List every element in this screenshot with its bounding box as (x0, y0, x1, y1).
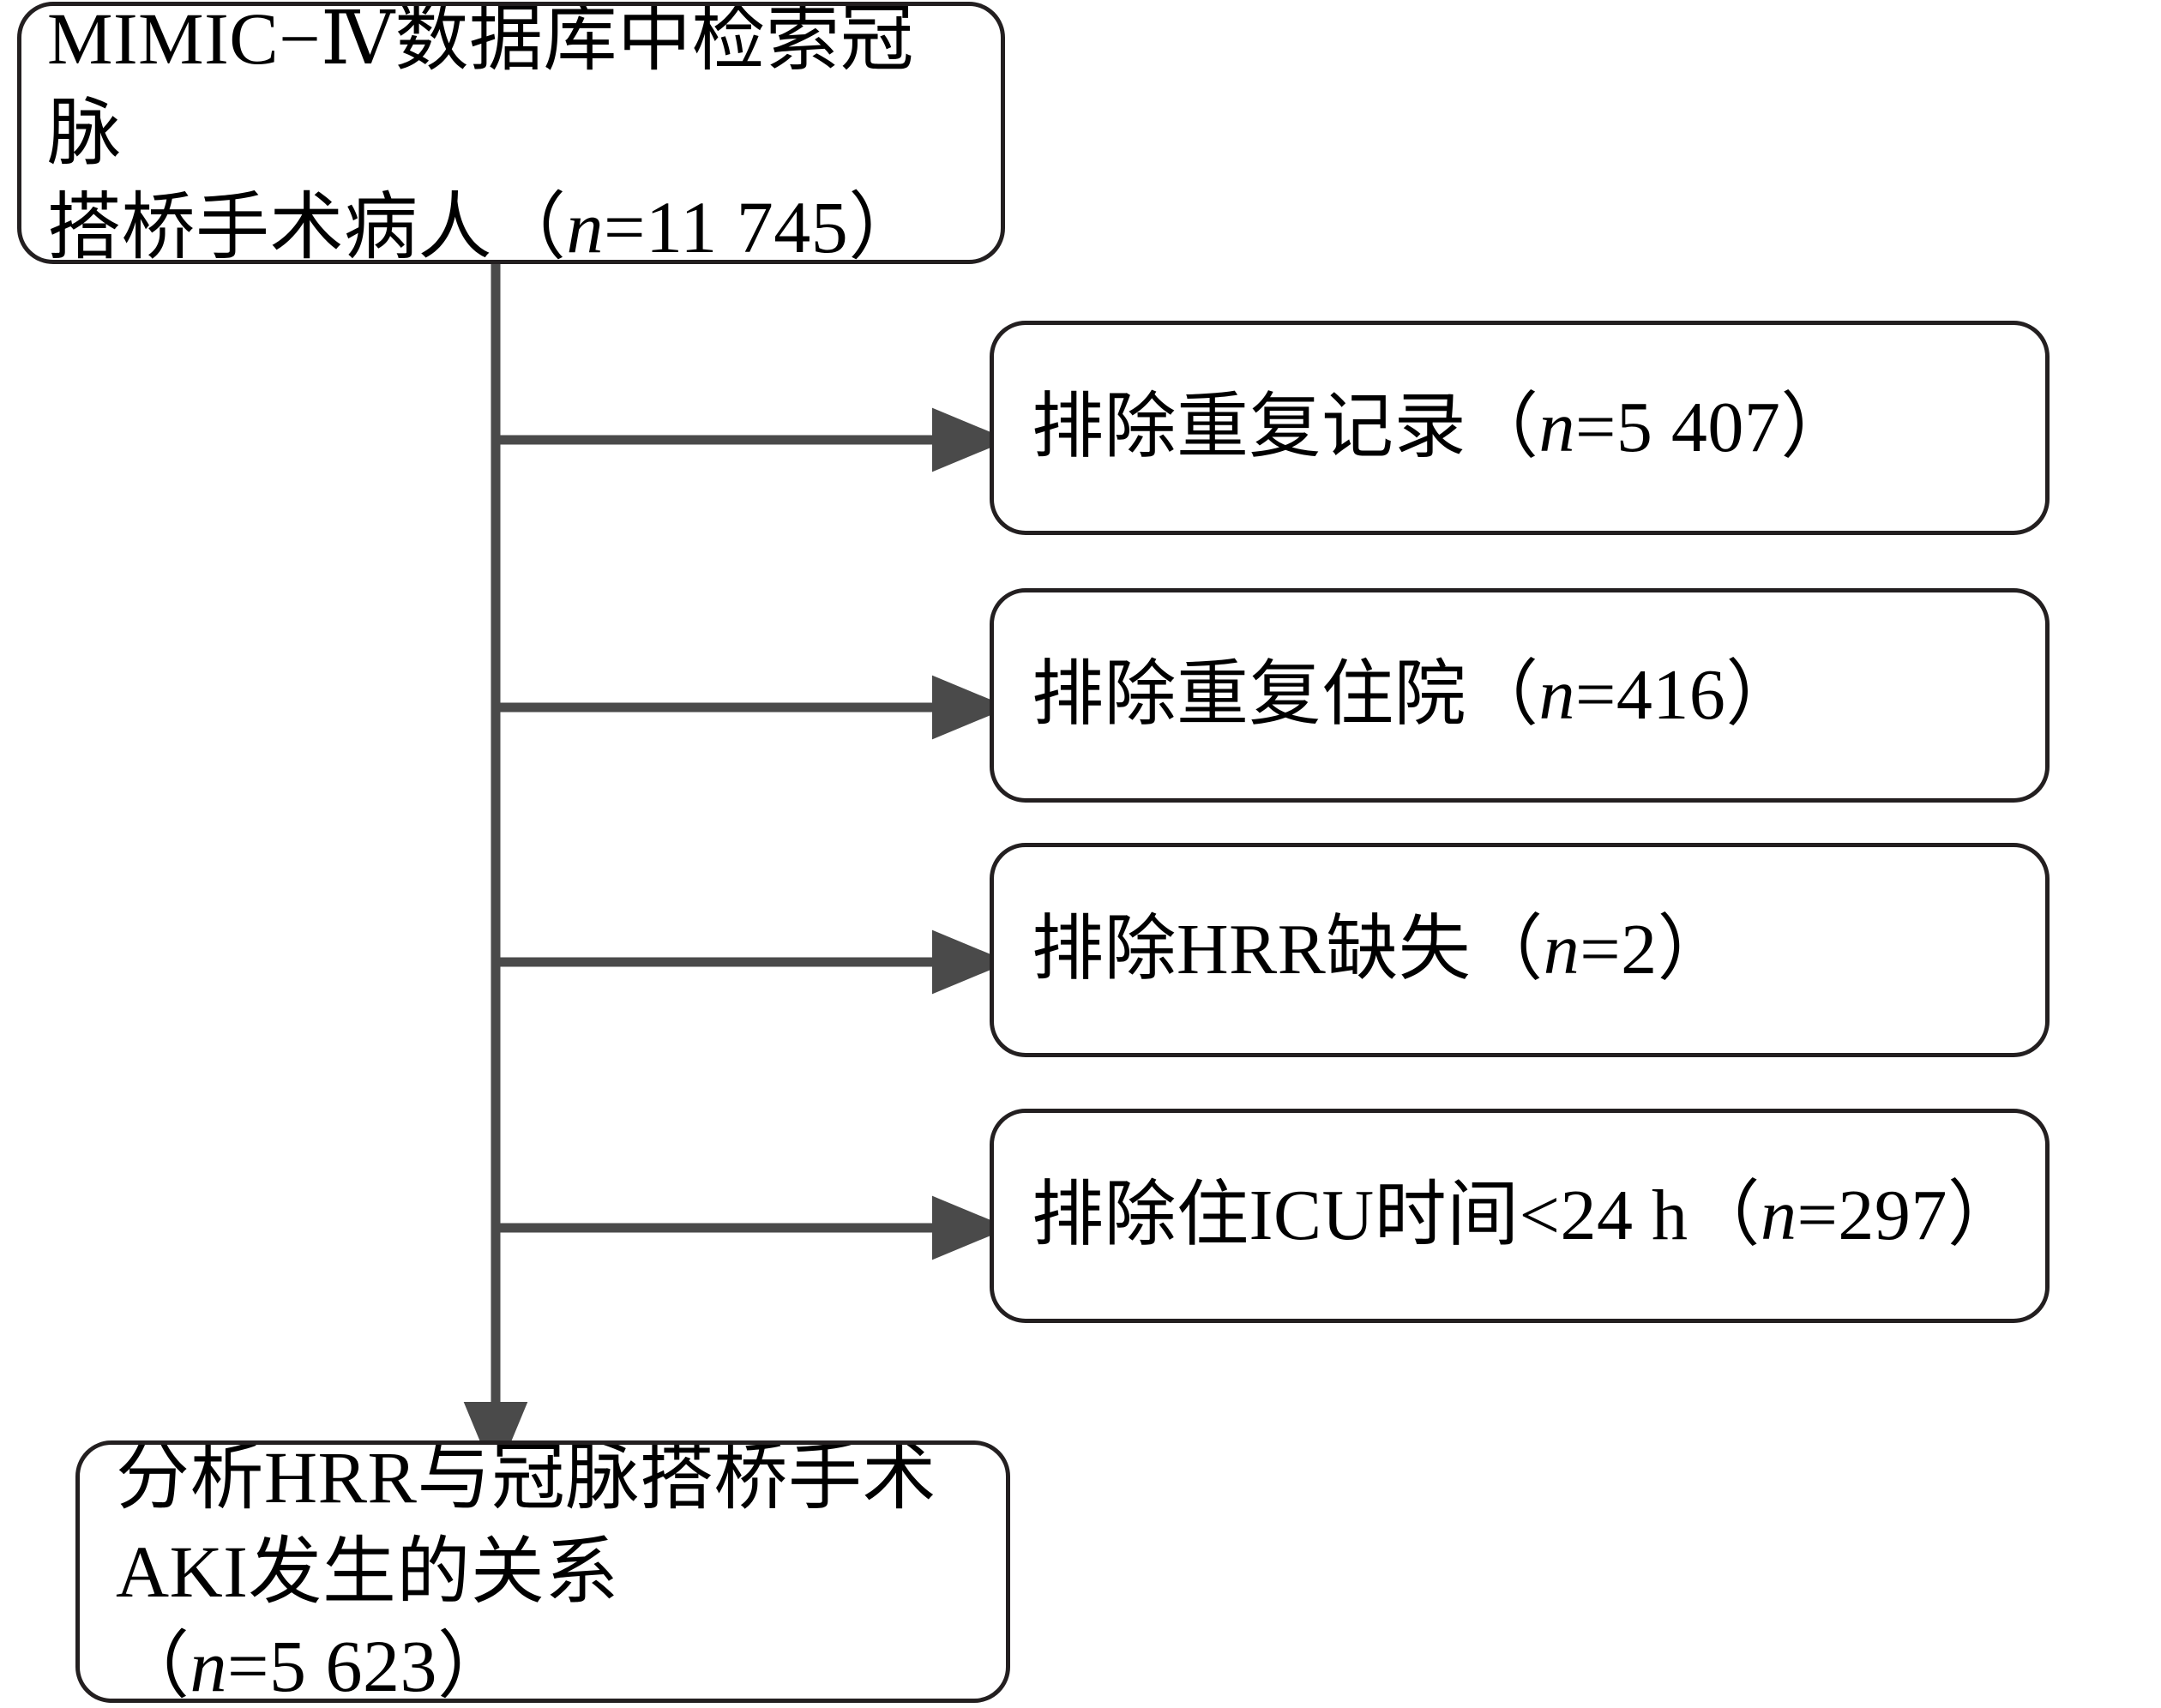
exclusion-suffix: =2） (1580, 910, 1731, 990)
node-source-label: MIMIC−Ⅳ数据库中检索冠脉搭桥手术病人（n=11 745） (21, 2, 1001, 264)
exclusion-var: n (1761, 1176, 1797, 1256)
node-exclusion-label: 排除重复记录（n=5 407） (994, 382, 1869, 474)
node-exclusion-duplicate-records: 排除重复记录（n=5 407） (990, 321, 2050, 535)
exclusion-prefix: 排除住ICU时间<24 h（ (1032, 1176, 1761, 1256)
node-source-cohort: MIMIC−Ⅳ数据库中检索冠脉搭桥手术病人（n=11 745） (17, 2, 1005, 264)
node-exclusion-icu-under-24h: 排除住ICU时间<24 h（n=297） (990, 1109, 2050, 1323)
exclusion-var: n (1538, 388, 1576, 468)
exclusion-suffix: =416） (1575, 655, 1798, 736)
node-source-line2-var: n (566, 186, 604, 264)
node-outcome-line2-suffix: =5 623） (227, 1625, 512, 1703)
node-outcome-line2-prefix: AKI发生的关系（ (116, 1530, 619, 1703)
node-outcome-label: 分析HRR与冠脉搭桥手术 AKI发生的关系（n=5 623） (80, 1440, 1006, 1703)
node-source-line2-prefix: 搭桥手术病人（ (47, 186, 567, 264)
exclusion-prefix: 排除HRR缺失（ (1032, 910, 1544, 990)
node-exclusion-label: 排除HRR缺失（n=2） (994, 904, 1745, 996)
exclusion-var: n (1543, 910, 1580, 990)
exclusion-prefix: 排除重复记录（ (1032, 388, 1539, 468)
node-exclusion-missing-hrr: 排除HRR缺失（n=2） (990, 843, 2050, 1057)
node-exclusion-repeat-admission: 排除重复住院（n=416） (990, 588, 2050, 803)
node-outcome-line2-var: n (190, 1625, 227, 1703)
exclusion-prefix: 排除重复住院（ (1032, 655, 1539, 736)
node-exclusion-label: 排除重复住院（n=416） (994, 649, 1814, 742)
node-outcome-line1: 分析HRR与冠脉搭桥手术 (116, 1440, 936, 1519)
exclusion-suffix: =297） (1797, 1176, 2020, 1256)
node-exclusion-label: 排除住ICU时间<24 h（n=297） (994, 1170, 2035, 1262)
exclusion-var: n (1538, 655, 1576, 736)
node-source-line1: MIMIC−Ⅳ数据库中检索冠脉 (47, 2, 914, 174)
node-source-line2-suffix: =11 745） (604, 186, 923, 264)
exclusion-suffix: =5 407） (1575, 388, 1853, 468)
node-analysis-outcome: 分析HRR与冠脉搭桥手术 AKI发生的关系（n=5 623） (75, 1440, 1010, 1703)
